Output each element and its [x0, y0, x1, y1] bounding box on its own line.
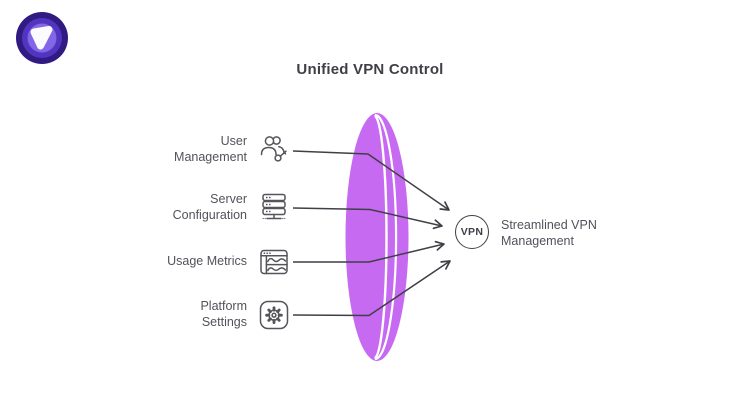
source-item-usage-metrics: Usage Metrics	[167, 244, 292, 280]
source-item-user-management: User Management	[174, 132, 292, 168]
connector-arrow-usage-metrics	[293, 240, 445, 263]
source-label-usage-metrics: Usage Metrics	[167, 254, 247, 269]
source-item-platform-settings: Platform Settings	[200, 297, 292, 333]
users-key-icon	[260, 136, 287, 162]
metrics-window-icon	[260, 249, 288, 275]
result-label: Streamlined VPN Management	[501, 218, 597, 249]
gear-icon	[259, 300, 289, 330]
connector-arrow-platform-settings	[292, 260, 451, 317]
vpn-node: VPN	[455, 215, 489, 249]
source-label-platform-settings: Platform Settings	[200, 299, 247, 329]
connector-arrow-server-configuration	[292, 207, 443, 230]
connector-arrow-user-management	[292, 150, 450, 211]
source-label-user-management: User Management	[174, 134, 247, 164]
lens-shape	[345, 113, 409, 361]
vpn-node-label: VPN	[460, 226, 484, 238]
vpn-brand-logo-icon	[16, 12, 68, 64]
diagram-title: Unified VPN Control	[296, 61, 444, 78]
server-rack-icon	[262, 193, 286, 220]
source-label-server-configuration: Server Configuration	[172, 192, 247, 222]
source-item-server-configuration: Server Configuration	[173, 190, 292, 226]
